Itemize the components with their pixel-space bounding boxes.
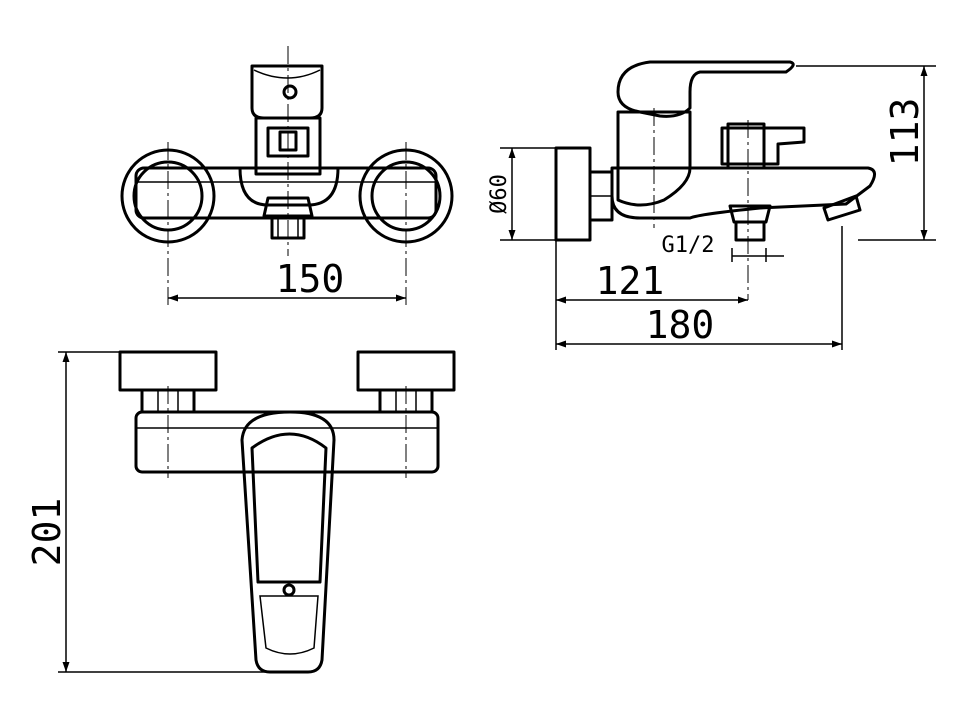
lever-top [240, 410, 336, 674]
lever-side [616, 60, 795, 118]
front-view: 150 [120, 46, 454, 306]
dim-depth-201: 201 [25, 498, 69, 567]
outlet-nut [262, 196, 314, 218]
dim-thread-g12: G1/2 [662, 233, 715, 258]
dim-offset-121: 121 [596, 259, 665, 303]
right-escutcheon-top [356, 350, 456, 392]
side-view: Ø60 113 G1/2 121 180 [487, 60, 936, 350]
wall-disc [554, 146, 592, 242]
body-bar-top [134, 410, 440, 474]
mixer-body [134, 166, 438, 220]
diverter-knob [720, 126, 806, 166]
shower-outlet [728, 204, 772, 224]
top-view: 201 [25, 350, 456, 674]
left-escutcheon-top [118, 350, 218, 392]
dim-length-180: 180 [646, 303, 715, 347]
dim-diameter-60: Ø60 [487, 174, 512, 214]
dim-height-113: 113 [883, 98, 927, 167]
lever-handle [250, 64, 324, 120]
side-body [610, 166, 876, 220]
dim-width-150: 150 [276, 257, 345, 301]
